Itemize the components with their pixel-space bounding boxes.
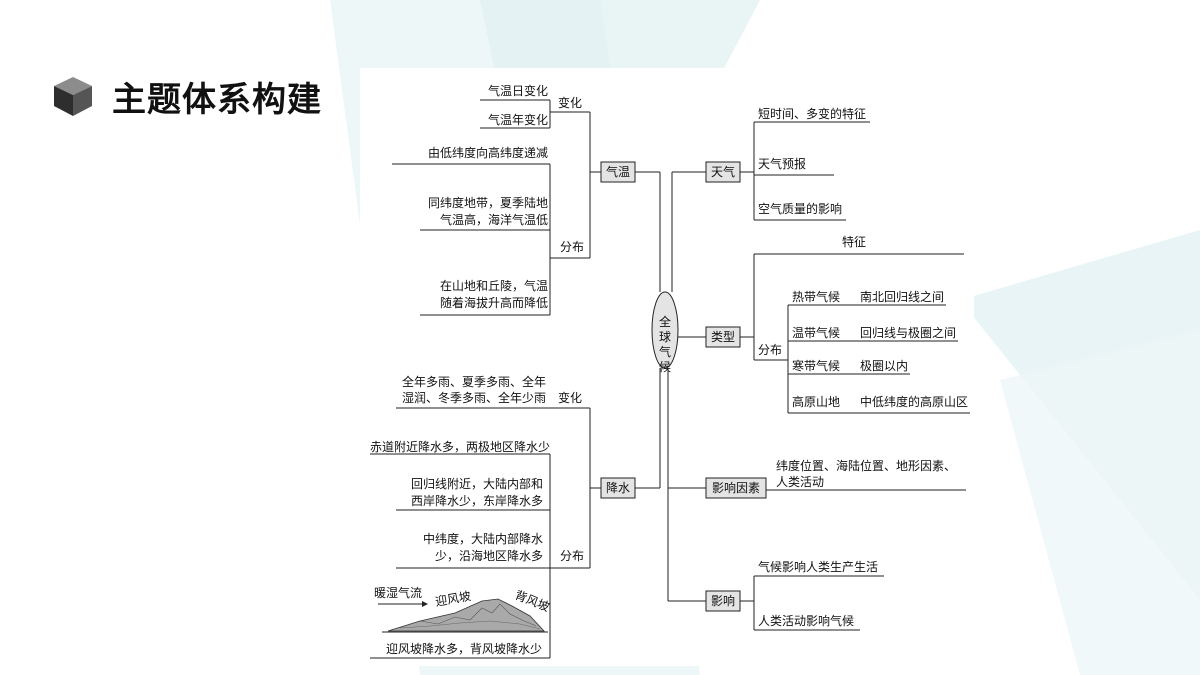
node-factors-label: 影响因素	[712, 480, 760, 495]
climate-type-name: 寒带气候	[792, 358, 840, 373]
climate-type-range: 回归线与极圈之间	[860, 326, 956, 340]
node-temperature-label: 气温	[606, 164, 630, 179]
node-factors	[705, 477, 767, 499]
climate-type-range: 南北回归线之间	[860, 289, 944, 304]
center-char: 全	[659, 314, 671, 329]
temp-annual-change: 气温年变化	[488, 112, 548, 127]
diagram-panel: 全 球 气 候 气温 气温日变化 气温年变化 变化 分布 由低纬度向高纬度递减 …	[360, 68, 974, 666]
precip-change-label: 变化	[558, 390, 582, 405]
windward-slope-label: 迎风坡	[434, 589, 472, 609]
precip-dist-item: 中纬度，大陆内部降水	[423, 531, 543, 546]
cube-icon	[54, 77, 92, 116]
precip-dist-item: 少，沿海地区降水多	[435, 548, 543, 563]
temp-daily-change: 气温日变化	[488, 83, 548, 98]
types-feature-label: 特征	[842, 234, 866, 249]
impact-item: 气候影响人类生产生活	[758, 559, 878, 574]
precip-dist-label: 分布	[560, 549, 584, 563]
climate-type-name: 高原山地	[792, 394, 840, 409]
warm-moist-airflow-label: 暖湿气流	[374, 585, 422, 600]
mountain-illustration: 暖湿气流 迎风坡 背风坡	[374, 585, 552, 633]
weather-item: 天气预报	[758, 156, 806, 171]
weather-item: 空气质量的影响	[758, 201, 842, 216]
precip-change-item: 全年多雨、夏季多雨、全年	[402, 374, 546, 389]
node-weather-label: 天气	[711, 164, 735, 179]
center-char: 球	[659, 330, 671, 344]
temp-dist-label: 分布	[560, 240, 584, 254]
node-impact-label: 影响	[711, 593, 735, 608]
climate-type-range: 极圈以内	[860, 359, 908, 373]
center-node	[651, 291, 679, 369]
factors-text: 人类活动	[776, 475, 824, 489]
climate-type-name: 温带气候	[792, 325, 840, 340]
types-dist-label: 分布	[758, 343, 782, 357]
node-precipitation-label: 降水	[606, 481, 630, 495]
temp-dist-item: 在山地和丘陵，气温	[440, 278, 548, 293]
precip-change-item: 湿润、冬季多雨、全年少雨	[402, 390, 546, 405]
temp-change-label: 变化	[558, 95, 582, 110]
center-char: 气	[659, 344, 671, 359]
temp-dist-item: 随着海拔升高而降低	[440, 295, 548, 310]
impact-item: 人类活动影响气候	[758, 613, 854, 628]
climate-mind-map: 全 球 气 候 气温 气温日变化 气温年变化 变化 分布 由低纬度向高纬度递减 …	[370, 83, 970, 659]
node-types-label: 类型	[711, 330, 735, 344]
page-title: 主题体系构建	[112, 79, 322, 120]
weather-item: 短时间、多变的特征	[758, 106, 866, 121]
factors-text: 纬度位置、海陆位置、地形因素、	[776, 458, 956, 473]
precip-dist-item: 回归线附近，大陆内部和	[411, 476, 543, 491]
climate-type-name: 热带气候	[792, 289, 840, 304]
precip-dist-item: 赤道附近降水多，两极地区降水少	[370, 440, 550, 454]
precip-dist-item: 西岸降水少，东岸降水多	[411, 494, 543, 508]
temp-dist-item: 由低纬度向高纬度递减	[428, 145, 548, 160]
center-char: 候	[659, 360, 671, 374]
temp-dist-item: 气温高，海洋气温低	[440, 212, 548, 227]
mountain-caption: 迎风坡降水多，背风坡降水少	[386, 642, 542, 656]
climate-type-range: 中低纬度的高原山区	[860, 394, 968, 409]
page-header: 主题体系构建	[52, 66, 322, 126]
temp-dist-item: 同纬度地带，夏季陆地	[428, 195, 548, 210]
